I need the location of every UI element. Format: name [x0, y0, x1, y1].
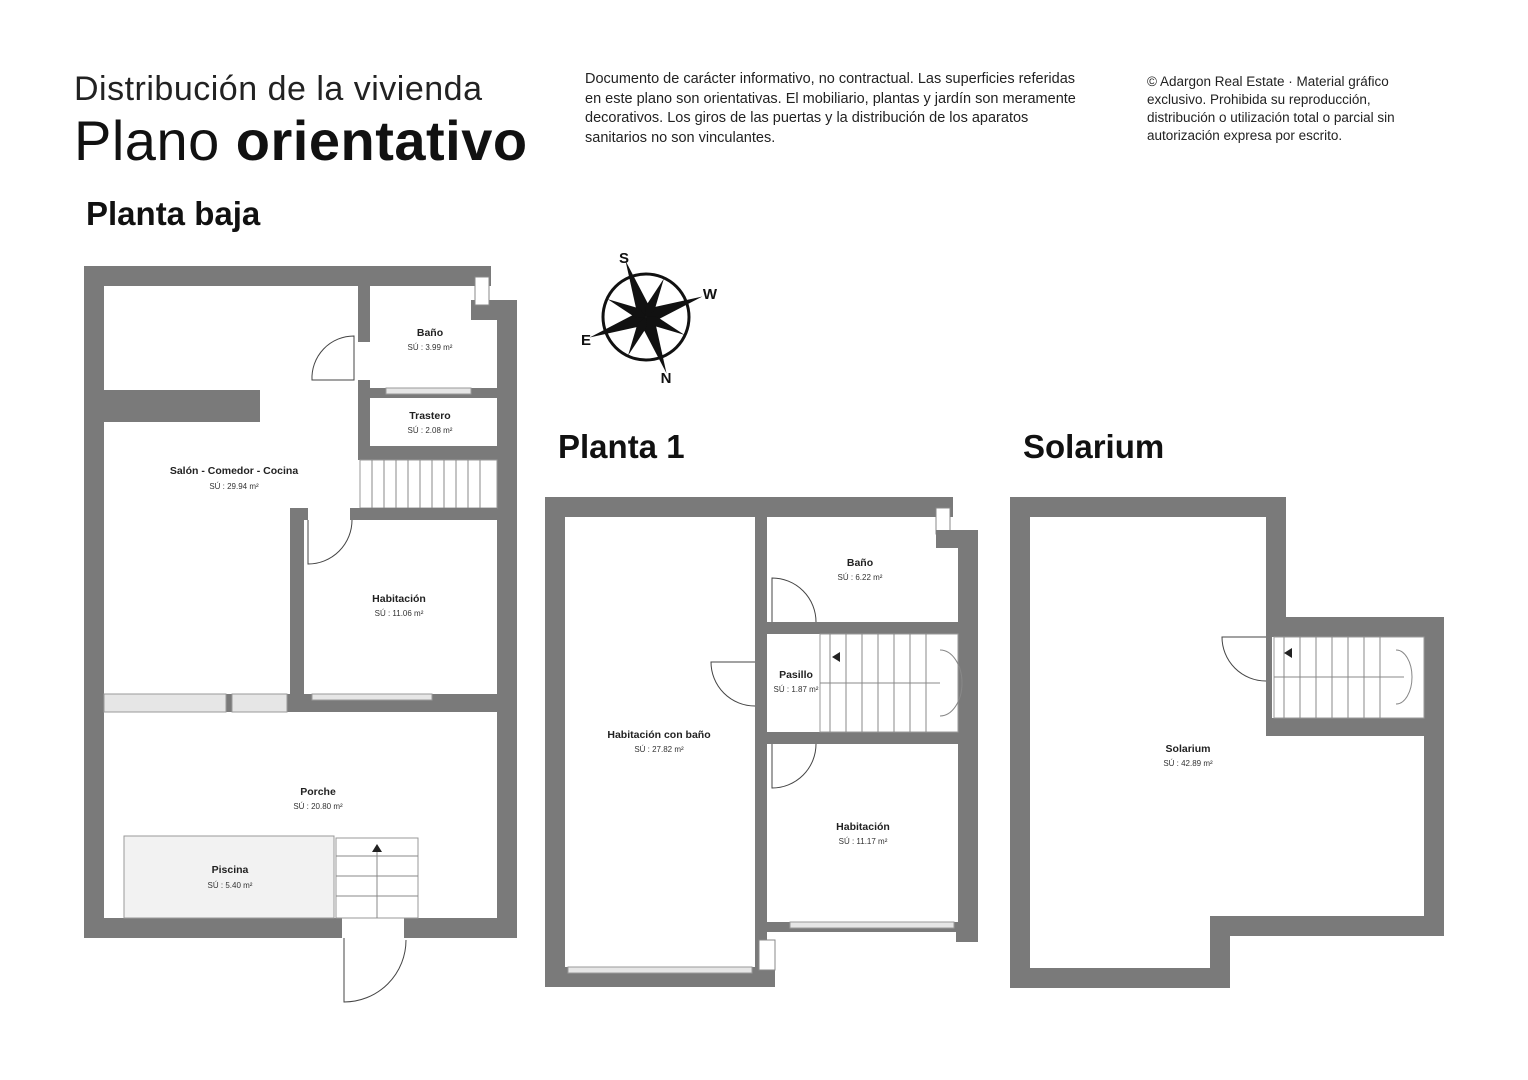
plan-solarium: Solarium SÚ : 42.89 m² — [1010, 497, 1444, 988]
room-name: Baño — [417, 327, 443, 339]
plan-planta-baja: Baño SÚ : 3.99 m² Trastero SÚ : 2.08 m² … — [84, 266, 517, 1003]
floor-title-solarium: Solarium — [1023, 428, 1165, 465]
room-area: SÚ : 2.08 m² — [408, 426, 453, 435]
room-name: Porche — [300, 786, 336, 798]
room-area: SÚ : 5.40 m² — [208, 881, 253, 890]
room-name: Pasillo — [779, 669, 813, 681]
compass-bottom-label: N — [661, 370, 672, 387]
room-area: SÚ : 20.80 m² — [293, 802, 343, 811]
room-name: Habitación — [372, 593, 426, 605]
title-bold: orientativo — [235, 109, 528, 172]
room-name: Solarium — [1166, 743, 1211, 755]
room-name: Habitación con baño — [607, 729, 710, 741]
floor-title-planta-1: Planta 1 — [558, 428, 685, 465]
title-regular: Plano — [74, 109, 220, 172]
room-name: Baño — [847, 557, 873, 569]
room-area: SÚ : 3.99 m² — [408, 343, 453, 352]
floor-title-planta-baja: Planta baja — [86, 195, 261, 232]
room-area: SÚ : 42.89 m² — [1163, 759, 1213, 768]
copyright-text: © Adargon Real Estate · Material gráfico… — [1147, 74, 1395, 143]
disclaimer-text: Documento de carácter informativo, no co… — [585, 71, 1076, 146]
compass-top-label: S — [619, 250, 629, 267]
room-area: SÚ : 1.87 m² — [774, 685, 819, 694]
room-name: Trastero — [409, 410, 450, 422]
room-name: Piscina — [212, 864, 249, 876]
room-name: Salón - Comedor - Cocina — [170, 465, 299, 477]
page-title: Plano orientativo — [74, 108, 528, 173]
room-area: SÚ : 11.17 m² — [839, 837, 888, 846]
compass-left-label: E — [581, 332, 591, 349]
compass-right-label: W — [703, 286, 718, 303]
room-area: SÚ : 27.82 m² — [634, 745, 684, 754]
room-area: SÚ : 11.06 m² — [375, 609, 424, 618]
plan-planta-1: Baño SÚ : 6.22 m² Pasillo SÚ : 1.87 m² H… — [545, 497, 978, 987]
room-name: Habitación — [836, 821, 890, 833]
room-area: SÚ : 29.94 m² — [209, 482, 259, 491]
subtitle: Distribución de la vivienda — [74, 70, 483, 108]
compass-icon: S W N E — [581, 250, 718, 387]
room-area: SÚ : 6.22 m² — [838, 573, 883, 582]
